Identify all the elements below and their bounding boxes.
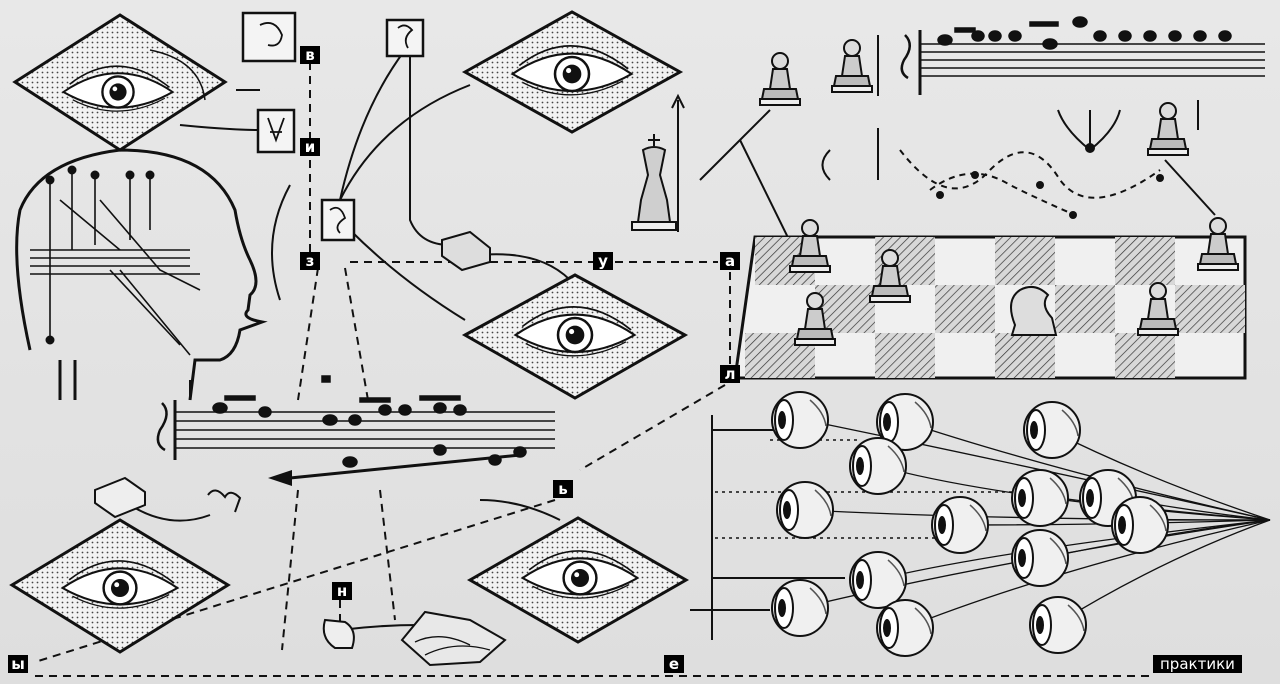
chessboard-icon: [733, 235, 1247, 380]
chess-piece-icon: [789, 217, 1239, 346]
eyeball-network-icon: [690, 391, 1271, 657]
chess-piece-icon: [759, 39, 1189, 156]
label-i: и: [300, 138, 320, 156]
label-n: н: [332, 582, 352, 600]
eye-icon: [461, 10, 684, 134]
music-staff-icon: [900, 16, 1265, 95]
label-soft: ь: [553, 480, 573, 498]
human-head-icon: [15, 148, 268, 401]
label-a: а: [720, 252, 740, 270]
label-practice: практики: [1153, 655, 1242, 673]
chess-piece-icon: [631, 134, 677, 231]
eye-icon: [461, 273, 689, 400]
eye-icon: [9, 518, 231, 654]
label-u: у: [593, 252, 613, 270]
eye-icon: [12, 13, 228, 152]
eye-icon: [466, 516, 690, 644]
label-v: в: [300, 46, 320, 64]
label-z: з: [300, 252, 320, 270]
label-e: е: [664, 655, 684, 673]
label-y: ы: [8, 655, 28, 673]
music-staff-icon: [156, 375, 555, 486]
label-l: л: [720, 365, 740, 383]
